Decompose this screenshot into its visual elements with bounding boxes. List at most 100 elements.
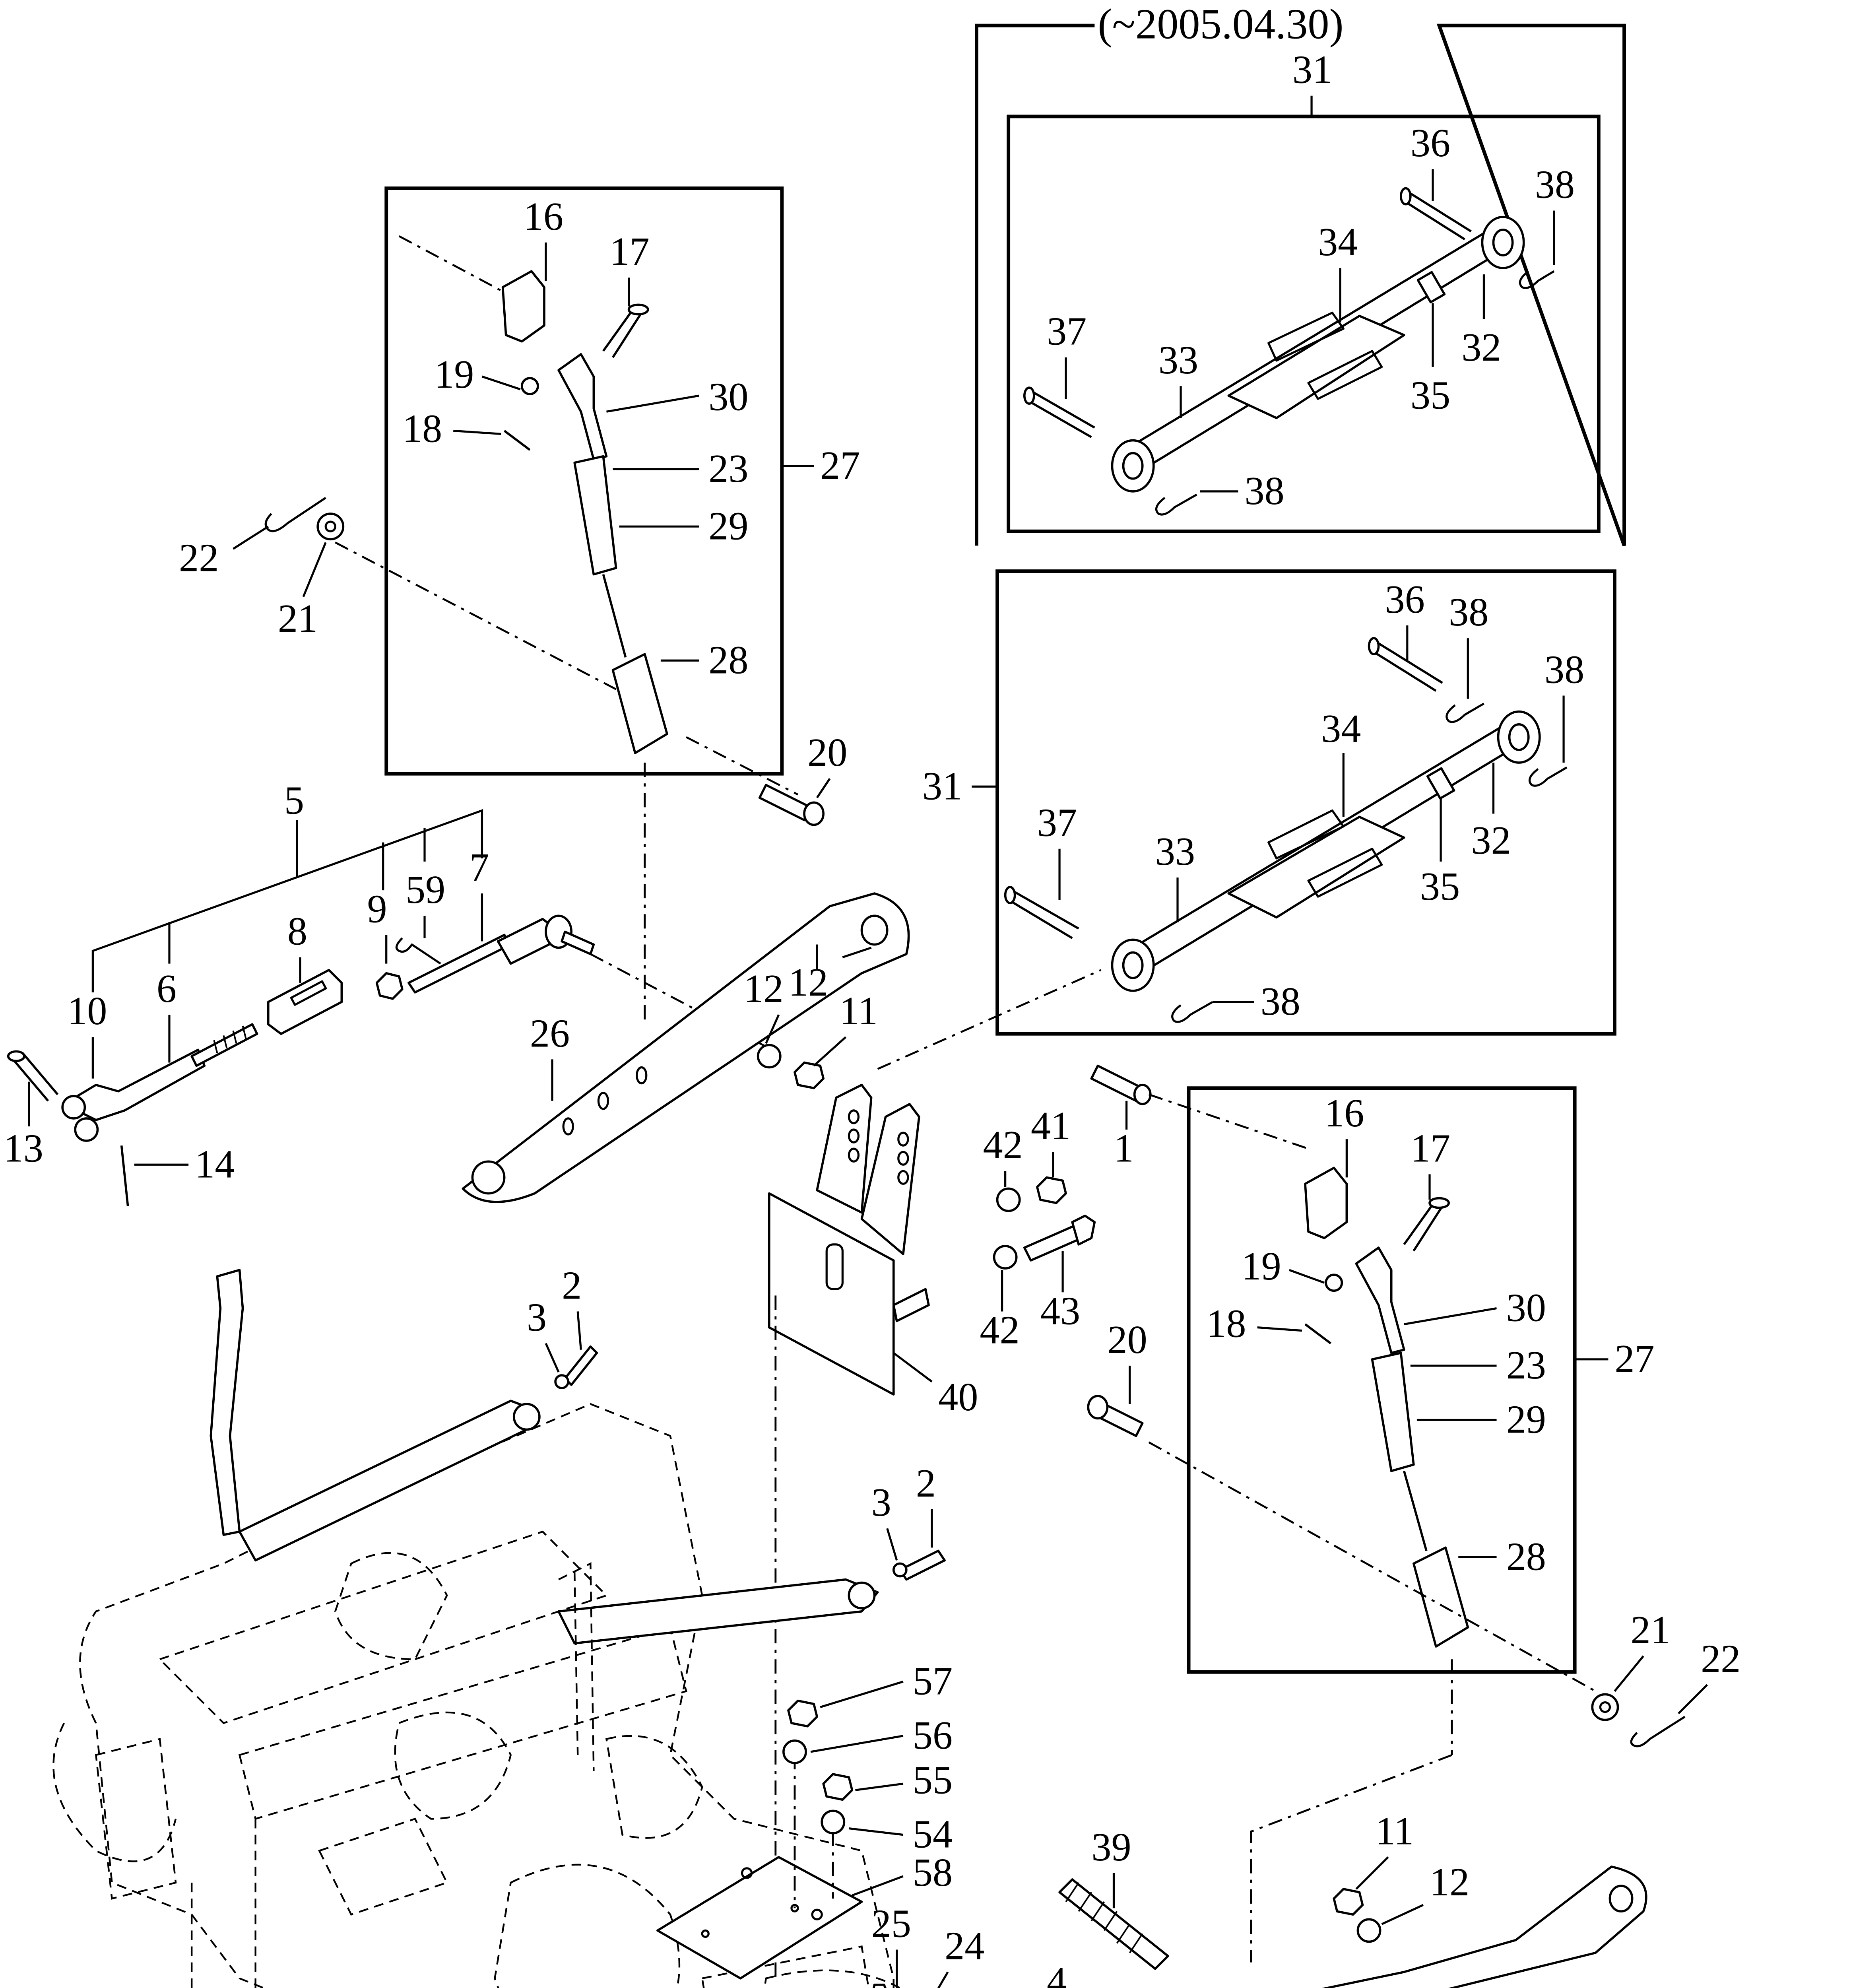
callout-35: 35	[1411, 373, 1450, 417]
callout-1: 1	[1114, 1126, 1133, 1170]
washer-54	[821, 1809, 846, 1835]
callout-42: 42	[980, 1308, 1019, 1352]
washer-42-lower	[993, 1245, 1018, 1270]
turnbuckle-assembly-5-left: 5 8 9 59 7 6 10 13	[4, 778, 766, 1206]
callout-23: 23	[708, 447, 748, 491]
nut-41	[1036, 1176, 1067, 1204]
callout-19: 19	[1242, 1244, 1281, 1288]
turnbuckle-body-8	[267, 969, 343, 1035]
callout-36: 36	[1385, 577, 1425, 621]
callout-21: 21	[278, 596, 318, 641]
nut-55	[822, 1773, 854, 1801]
nut-57	[787, 1699, 818, 1728]
callout-14: 14	[195, 1142, 235, 1186]
pin-17	[602, 303, 649, 358]
callout-27: 27	[820, 443, 860, 487]
callout-12: 12	[744, 967, 784, 1011]
lynch-pin-38	[1445, 703, 1484, 723]
washer-19	[520, 377, 539, 395]
clevis-28	[611, 653, 668, 754]
pin-37	[1023, 386, 1095, 438]
lift-rod-30	[1355, 1246, 1405, 1354]
callout-20: 20	[807, 730, 847, 775]
callout-6: 6	[157, 967, 177, 1011]
callout-57: 57	[913, 1659, 953, 1703]
top-link-old-version-group: (~2005.04.30) 31 36 38	[974, 0, 1626, 546]
callout-28: 28	[708, 638, 748, 682]
callout-40: 40	[938, 1375, 978, 1419]
callout-30: 30	[708, 375, 748, 419]
callout-27: 27	[1614, 1337, 1654, 1381]
control-lever	[210, 1269, 244, 1536]
pin-37	[1004, 886, 1079, 939]
assembly-frame-27	[384, 186, 784, 776]
top-link-assembly-31: 31 36 38 38 34	[922, 569, 1616, 1036]
lift-rod-assembly-27-right: 27 16 17 19 18 30 23 29 28	[1148, 1086, 1655, 1963]
lift-arm-left	[238, 1400, 537, 1562]
top-link-rod	[1111, 710, 1541, 992]
callout-36: 36	[1411, 121, 1450, 165]
callout-8: 8	[287, 909, 307, 953]
bolt-washer-2-3-lower: 3 2	[871, 1461, 946, 1581]
callout-38: 38	[1261, 979, 1300, 1023]
plate-58	[656, 1856, 863, 1980]
assembly-frame-31	[1007, 115, 1601, 533]
r-clip-59	[395, 937, 441, 965]
callout-11: 11	[1376, 1809, 1414, 1853]
callout-54: 54	[913, 1812, 953, 1856]
clevis-28	[1413, 1546, 1469, 1648]
callout-16: 16	[524, 194, 563, 239]
assembly-frame-31	[995, 569, 1616, 1036]
callout-32: 32	[1461, 325, 1501, 369]
callout-19: 19	[434, 352, 474, 396]
callout-38: 38	[1544, 647, 1584, 691]
callout-9: 9	[367, 887, 387, 931]
callout-25: 25	[871, 1901, 911, 1945]
callout-37: 37	[1037, 801, 1077, 845]
callout-10: 10	[67, 989, 107, 1033]
callout-30: 30	[1506, 1286, 1546, 1330]
pin-36	[1399, 187, 1472, 241]
callout-24: 24	[945, 1924, 984, 1968]
callout-33: 33	[1155, 829, 1195, 874]
callout-18: 18	[1206, 1302, 1246, 1346]
callout-42: 42	[983, 1123, 1023, 1167]
spring-39	[1058, 1878, 1169, 1970]
callout-35: 35	[1420, 864, 1460, 909]
callout-2: 2	[562, 1263, 582, 1307]
callout-11: 11	[839, 989, 878, 1033]
bolt-25-pin-24: 25 24	[871, 1901, 984, 1988]
assembly-frame-27	[1187, 1086, 1577, 1674]
callout-38: 38	[1245, 469, 1284, 513]
pin-20-upper: 20	[758, 730, 847, 826]
washer-12	[757, 1044, 782, 1069]
cotter-pin-18	[503, 430, 531, 451]
callout-20: 20	[1107, 1318, 1147, 1362]
drawbar-bracket-40: 40 42 41 42 43 1	[768, 969, 1309, 1978]
lower-link-26: 26 12 12 11	[462, 892, 910, 1203]
lynch-pin-38-lower	[1155, 493, 1197, 516]
callout-3: 3	[871, 1480, 891, 1524]
pin-17	[1403, 1197, 1450, 1252]
pin-20-right: 20	[1087, 1318, 1147, 1437]
threaded-rod-7	[407, 934, 512, 994]
washer-and-pin-21-22-left: 22 21	[179, 497, 345, 641]
callout-4: 4	[1047, 1959, 1067, 1988]
callout-12: 12	[1430, 1860, 1469, 1904]
washer-and-pin-21-22-right: 21 22	[1591, 1608, 1740, 1747]
callout-22: 22	[179, 536, 219, 580]
bolt-washer-2-3-upper: 3 2	[527, 1263, 598, 1389]
callout-16: 16	[1324, 1091, 1364, 1135]
cotter-pin-14	[120, 1145, 129, 1206]
washer-21	[1591, 1693, 1619, 1721]
callout-56: 56	[913, 1713, 953, 1757]
callout-34: 34	[1321, 707, 1361, 751]
callout-29: 29	[708, 504, 748, 548]
callout-38: 38	[1449, 590, 1488, 634]
pin-13	[7, 1050, 59, 1102]
nut-11	[1333, 1888, 1364, 1916]
callout-39: 39	[1091, 1825, 1131, 1869]
callout-3: 3	[527, 1295, 547, 1340]
sleeve-29	[573, 455, 617, 576]
callout-31: 31	[1292, 48, 1332, 92]
